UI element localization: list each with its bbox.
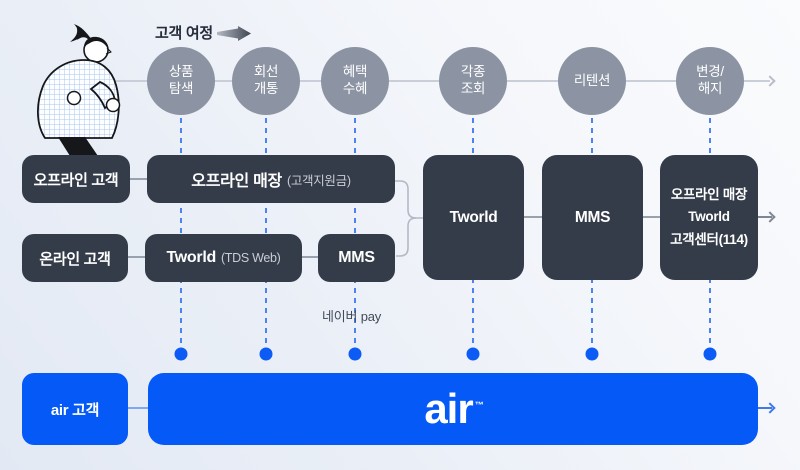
- online-mms-label: MMS: [338, 249, 375, 266]
- online-tworld-box: Tworld (TDS Web): [145, 234, 302, 282]
- stage-label: 조회: [460, 81, 486, 96]
- journey-title: 고객 여정: [155, 25, 213, 42]
- air-brand-logo: air: [424, 385, 473, 432]
- stage-label: 혜택: [342, 64, 368, 80]
- stage-circle-benefits: 혜택 수혜: [321, 47, 389, 115]
- connector-online-customer-tworld: [128, 256, 145, 258]
- connector-tworld-mms: [302, 256, 318, 258]
- online-mms-box: MMS: [318, 234, 395, 282]
- stage-label: 해지: [697, 81, 723, 96]
- tall-mms-label: MMS: [574, 208, 611, 226]
- online-tworld-note: (TDS Web): [220, 251, 281, 265]
- dashed-connector-column-1: [174, 118, 188, 361]
- tall-store-line1: 오프라인 매장: [670, 187, 748, 203]
- air-exit-line: [758, 407, 772, 409]
- dashed-connector-column-2: [259, 118, 273, 361]
- offline-store-label: 오프라인 매장: [191, 173, 282, 190]
- stage-circle-product-search: 상품 탐색: [147, 47, 215, 115]
- journey-axis-line: [104, 80, 770, 82]
- stage-label: 탐색: [168, 81, 194, 96]
- stage-circle-inquiries: 각종 조회: [439, 47, 507, 115]
- offline-customer-box: 오프라인 고객: [22, 155, 130, 203]
- online-customer-label: 온라인 고객: [39, 250, 111, 268]
- tall-store-line2: Tworld: [688, 209, 730, 225]
- tall-mms-box: MMS: [542, 155, 643, 280]
- offline-store-box: 오프라인 매장 (고객지원금): [147, 155, 395, 203]
- air-customer-box: air 고객: [22, 373, 128, 445]
- tall-tworld-label: Tworld: [449, 208, 498, 226]
- connector-exit-line: [758, 216, 772, 218]
- air-trademark-symbol: ™: [474, 400, 484, 410]
- offline-customer-label: 오프라인 고객: [33, 171, 119, 189]
- air-brand-bar: air ™: [148, 373, 758, 445]
- connector-tworld-mms-tall: [524, 216, 542, 218]
- connector-air-customer-bar: [128, 407, 148, 409]
- stage-label: 회선: [253, 64, 279, 80]
- tall-store-line3: 고객센터(114): [670, 231, 748, 247]
- stage-label: 변경/: [696, 64, 724, 80]
- journey-axis-arrowhead-icon: [764, 75, 776, 87]
- online-tworld-label: Tworld: [166, 249, 216, 266]
- stage-label: 수혜: [342, 81, 368, 96]
- stage-circle-change-cancel: 변경/ 해지: [676, 47, 744, 115]
- connector-offline-customer-store: [130, 178, 147, 180]
- stage-circle-retention: 리텐션: [558, 47, 626, 115]
- dashed-connector-column-3: [348, 118, 362, 361]
- naver-pay-label: 네이버 pay: [322, 309, 382, 324]
- merge-bracket-connector: [393, 180, 424, 257]
- connector-mms-store-tall: [643, 216, 660, 218]
- online-customer-box: 온라인 고객: [22, 234, 128, 282]
- stage-label: 상품: [168, 64, 194, 80]
- running-woman-illustration: [37, 24, 121, 156]
- tall-store-center-box: 오프라인 매장 Tworld 고객센터(114): [660, 155, 758, 280]
- offline-store-note: (고객지원금): [286, 173, 351, 188]
- journey-direction-arrow-icon: [217, 26, 251, 41]
- tall-tworld-box: Tworld: [423, 155, 524, 280]
- stage-label: 각종: [460, 64, 486, 80]
- stage-circle-line-activation: 회선 개통: [232, 47, 300, 115]
- stage-label: 개통: [253, 81, 279, 96]
- air-customer-label: air 고객: [50, 401, 100, 419]
- stage-label: 리텐션: [573, 72, 611, 88]
